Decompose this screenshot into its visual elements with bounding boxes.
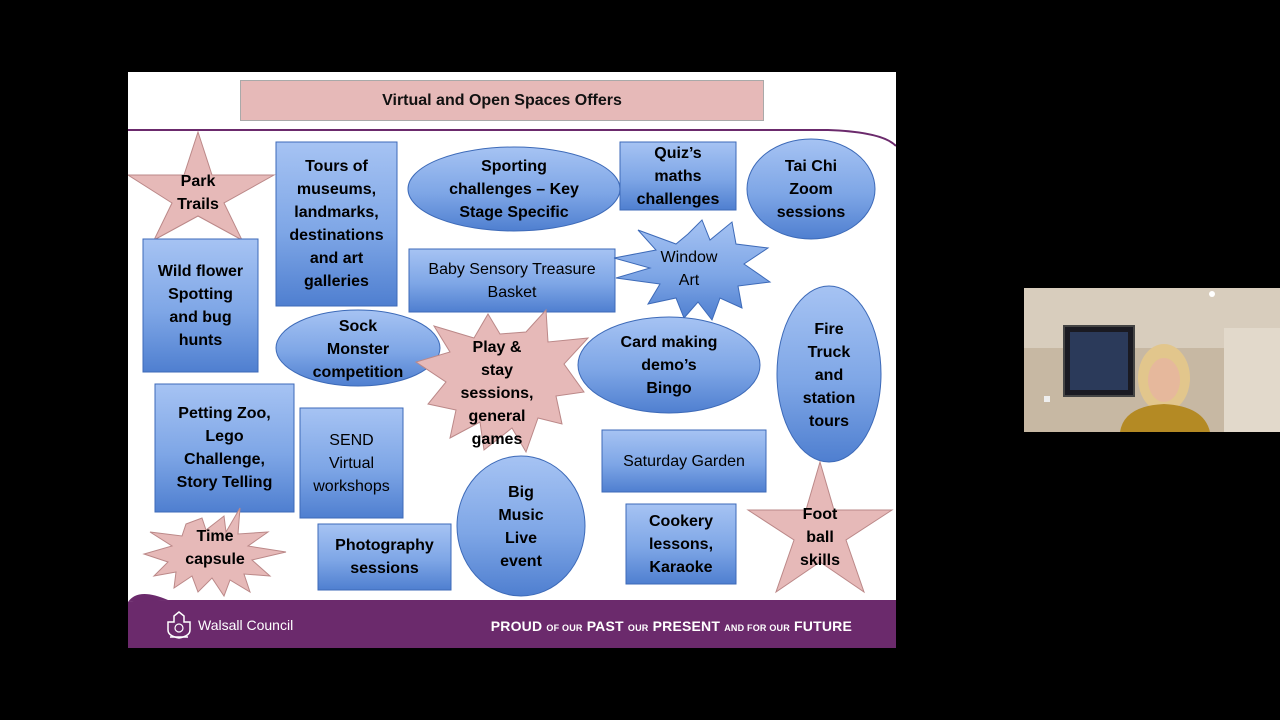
baby-sensory-label: Baby Sensory Treasure Basket (428, 260, 596, 301)
cookery-label: Cookery lessons, Karaoke (648, 512, 714, 576)
tag-present: PRESENT (652, 618, 721, 634)
photography-label: Photography sessions (335, 537, 434, 577)
time-capsule-label: Time capsule (185, 528, 245, 568)
tai-chi-shape (746, 138, 876, 240)
petting-zoo-shape (154, 383, 295, 513)
football-shape (746, 460, 894, 594)
council-name: Walsall Council (198, 617, 294, 633)
football-label: Foot ball skills (799, 505, 841, 569)
park-trails-shape (128, 130, 276, 242)
tours-museums-label: Tours of museums, landmarks, destination… (289, 158, 384, 290)
tag-proud: PROUD (490, 618, 543, 634)
council-crest-icon (167, 611, 191, 639)
tag-of-our: OF OUR (546, 623, 583, 633)
footer-tagline: PROUD OF OUR PAST OUR PRESENT AND FOR OU… (491, 618, 852, 634)
walsall-council-logo: Walsall Council (164, 610, 293, 640)
slide-shapes-layer (128, 129, 896, 648)
photography-shape (317, 523, 452, 591)
header-curve (128, 129, 896, 147)
big-music-label: Big Music Live event (498, 484, 544, 570)
tag-our: OUR (627, 623, 649, 633)
play-stay-shape (414, 308, 590, 454)
wild-flower-label: Wild flower Spotting and bug hunts (157, 262, 244, 349)
presentation-slide: Virtual and Open Spaces Offers Park Trai… (128, 72, 896, 648)
card-making-label: Card making demo’s Bingo (620, 333, 718, 397)
tag-past: PAST (586, 618, 624, 634)
window-art-shape (613, 219, 772, 322)
footer-band (128, 600, 896, 648)
tag-and-for-our: AND FOR OUR (724, 623, 790, 633)
saturday-garden-label: Saturday Garden (623, 452, 745, 470)
quiz-maths-label: Quiz’s maths challenges (636, 144, 720, 208)
sock-monster-label: Sock Monster competition (312, 317, 404, 381)
fire-truck-shape (776, 285, 882, 463)
saturday-garden-shape (601, 429, 767, 493)
tours-museums-shape (275, 141, 398, 307)
webcam-frame-image (1024, 288, 1280, 432)
send-virtual-label: SEND Virtual workshops (313, 431, 390, 495)
send-virtual-shape (299, 407, 404, 519)
sporting-challenges-label: Sporting challenges – Key Stage Specific (449, 157, 579, 221)
big-music-shape (456, 455, 586, 597)
card-making-shape (577, 316, 761, 414)
petting-zoo-label: Petting Zoo, Lego Challenge, Story Telli… (176, 405, 273, 491)
window-art-label: Window Art (660, 249, 718, 289)
park-trails-label: Park Trails (177, 173, 219, 213)
tag-future: FUTURE (794, 618, 852, 634)
play-stay-label: Play & stay sessions, general games (460, 338, 534, 448)
presenter-webcam-video[interactable] (1024, 288, 1280, 432)
baby-sensory-shape (408, 248, 616, 313)
fire-truck-label: Fire Truck and station tours (802, 320, 856, 430)
time-capsule-shape (142, 507, 287, 598)
slide-title: Virtual and Open Spaces Offers (240, 80, 764, 121)
wild-flower-shape (142, 238, 259, 373)
sock-monster-shape (275, 309, 441, 387)
quiz-maths-shape (619, 141, 737, 211)
tai-chi-label: Tai Chi Zoom sessions (776, 157, 846, 221)
cookery-shape (625, 503, 737, 585)
